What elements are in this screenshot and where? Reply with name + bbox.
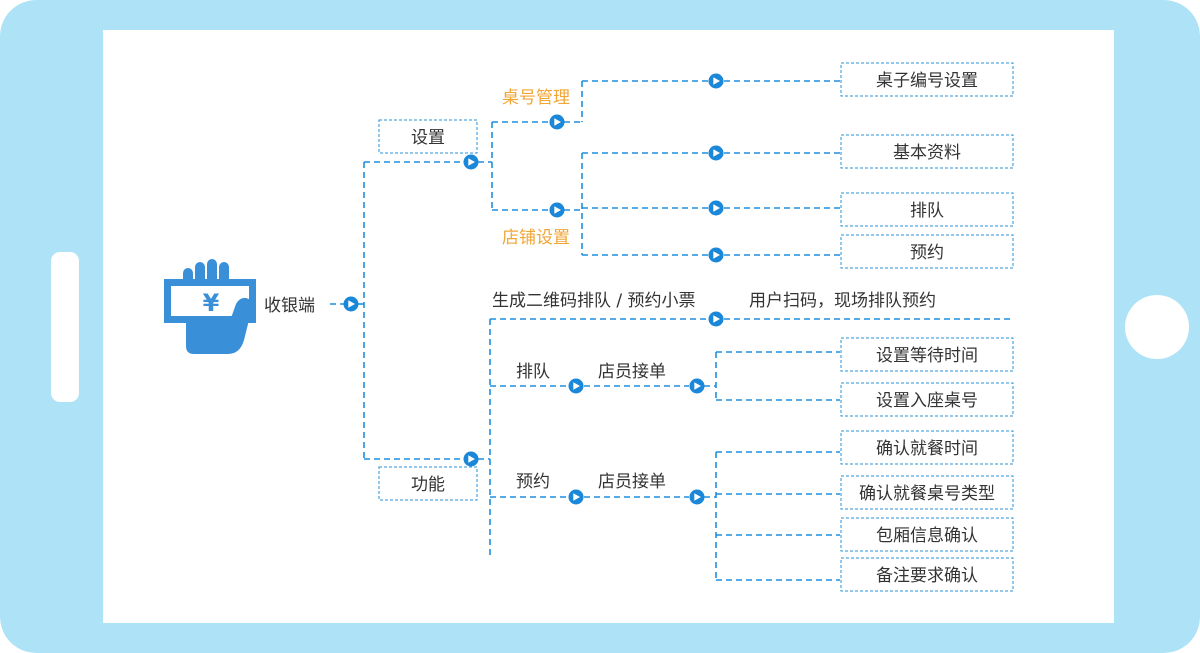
play-circle-icon[interactable] <box>708 200 724 216</box>
leaf-label: 包厢信息确认 <box>876 526 978 546</box>
tablet-home-button <box>1125 295 1189 359</box>
leaf-box-queue[interactable]: 排队 <box>840 192 1014 227</box>
play-circle-icon[interactable] <box>708 145 724 161</box>
functions-node-label: 功能 <box>411 475 445 495</box>
qr-ticket-label: 生成二维码排队 / 预约小票 <box>492 291 696 311</box>
leaf-label: 设置入座桌号 <box>876 391 978 411</box>
leaf-box-private-room-confirm[interactable]: 包厢信息确认 <box>840 517 1014 552</box>
play-circle-icon[interactable] <box>463 154 479 170</box>
play-circle-icon[interactable] <box>689 489 705 505</box>
leaf-box-set-wait-time[interactable]: 设置等待时间 <box>840 337 1014 372</box>
tablet-side-button <box>51 252 79 402</box>
leaf-box-basic-info[interactable]: 基本资料 <box>840 134 1014 169</box>
leaf-box-confirm-table-type[interactable]: 确认就餐桌号类型 <box>840 475 1014 510</box>
reserve-step-label: 店员接单 <box>598 472 666 492</box>
play-circle-icon[interactable] <box>549 202 565 218</box>
leaf-label: 桌子编号设置 <box>876 71 978 91</box>
play-circle-icon[interactable] <box>708 247 724 263</box>
play-circle-icon[interactable] <box>689 378 705 394</box>
leaf-box-reservation[interactable]: 预约 <box>840 234 1014 269</box>
connector-nodes <box>343 73 724 505</box>
settings-node[interactable]: 设置 <box>378 119 478 154</box>
play-circle-icon[interactable] <box>343 296 359 312</box>
play-circle-icon[interactable] <box>549 114 565 130</box>
leaf-box-confirm-dining-time[interactable]: 确认就餐时间 <box>840 430 1014 465</box>
reserve-branch-label: 预约 <box>516 472 550 492</box>
table-mgmt-label: 桌号管理 <box>502 88 570 108</box>
yuan-symbol: ¥ <box>203 289 220 317</box>
leaf-label: 预约 <box>910 243 944 263</box>
play-circle-icon[interactable] <box>568 378 584 394</box>
leaf-box-set-seat-table[interactable]: 设置入座桌号 <box>840 382 1014 417</box>
functions-node[interactable]: 功能 <box>378 466 478 501</box>
play-circle-icon[interactable] <box>708 311 724 327</box>
settings-node-label: 设置 <box>411 128 445 148</box>
queue-branch-label: 排队 <box>516 362 550 382</box>
leaf-box-table-number[interactable]: 桌子编号设置 <box>840 62 1014 97</box>
leaf-label: 排队 <box>910 201 944 221</box>
play-circle-icon[interactable] <box>708 73 724 89</box>
qr-result-label: 用户扫码，现场排队预约 <box>749 291 936 311</box>
connector-lines <box>330 80 1012 581</box>
leaf-box-remarks-confirm[interactable]: 备注要求确认 <box>840 557 1014 592</box>
store-settings-label: 店铺设置 <box>502 228 570 248</box>
leaf-label: 基本资料 <box>893 143 961 163</box>
leaf-label: 确认就餐时间 <box>876 439 978 459</box>
leaf-label: 确认就餐桌号类型 <box>859 484 995 504</box>
hand-holding-yuan-note-icon: ¥ <box>164 259 256 354</box>
queue-step-label: 店员接单 <box>598 362 666 382</box>
leaf-label: 备注要求确认 <box>876 566 978 586</box>
play-circle-icon[interactable] <box>568 489 584 505</box>
root-label: 收银端 <box>264 296 315 316</box>
play-circle-icon[interactable] <box>463 451 479 467</box>
leaf-label: 设置等待时间 <box>876 346 978 366</box>
